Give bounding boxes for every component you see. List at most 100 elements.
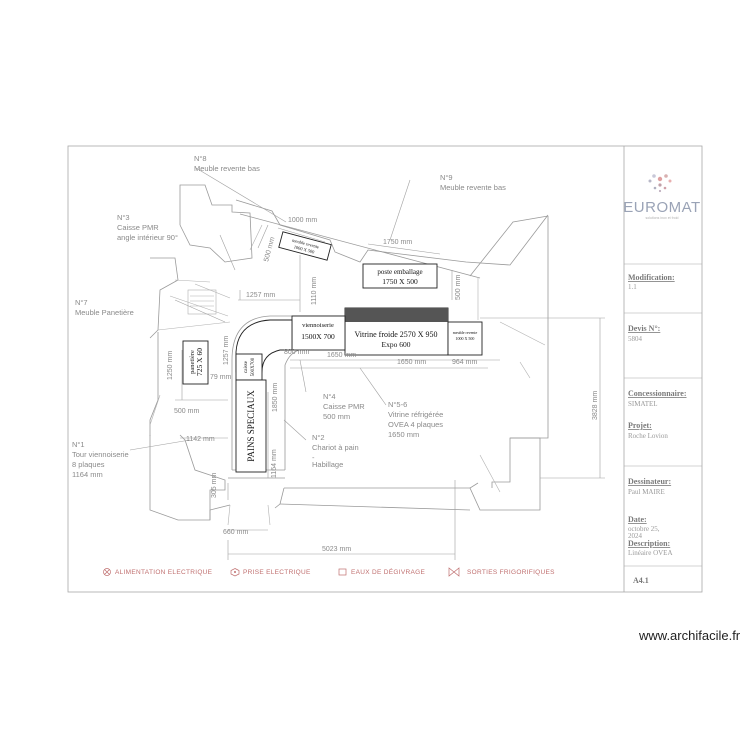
caisse-small: caisse 500X700 — [235, 353, 263, 381]
dim-1250: 1250 mm — [167, 351, 174, 380]
poste-label-1: poste emballage — [377, 268, 422, 276]
end-label-2: 1000 X 500 — [456, 336, 475, 341]
dim-1650a: 1650 mm — [327, 352, 356, 359]
pains-label: PAINS SPECIAUX — [246, 390, 256, 462]
legend-item-1: ALIMENTATION ELECTRIQUE — [115, 569, 213, 576]
date-value-2: 2024 — [628, 532, 643, 540]
dim-500c: 500 mm — [174, 408, 199, 415]
modification-label: Modification: — [628, 273, 675, 282]
legend-sorties-icon — [448, 567, 460, 577]
dim-500a: 500 mm — [263, 236, 276, 262]
dim-1257a: 1257 mm — [246, 292, 275, 299]
dim-964: 964 mm — [452, 359, 477, 366]
dim-500b: 500 mm — [455, 275, 462, 300]
meuble-revente-small: meuble revente 1000 X 500 — [278, 231, 332, 261]
caisse-small-label-2: 500X700 — [251, 357, 256, 376]
devis-label: Devis N°: — [628, 324, 660, 333]
n8-title: N°8 — [194, 154, 207, 163]
dessinateur-value: Paul MAIRE — [628, 488, 665, 496]
panetiere: panetière 725 X 60 — [182, 340, 209, 385]
dim-5023: 5023 mm — [322, 546, 351, 553]
dim-3828: 3828 mm — [592, 391, 599, 420]
dim-1000: 1000 mm — [288, 217, 317, 224]
n4-title: N°4 — [323, 392, 336, 401]
brand-sub: solutions inox et froid — [646, 216, 679, 220]
panetiere-label-1: panetière — [189, 350, 196, 374]
legend-item-2: PRISE ELECTRIQUE — [243, 569, 311, 576]
devis-value: 5804 — [628, 335, 643, 343]
date-label: Date: — [628, 515, 647, 524]
projet-value: Roche Lovion — [628, 432, 668, 440]
title-block: EUROMAT solutions inox et froid Modifica… — [623, 174, 702, 585]
description-value: Linéaire OVEA — [628, 549, 673, 557]
meuble-small-label-1: meuble revente — [292, 238, 320, 250]
legend-prise-icon — [230, 568, 240, 577]
end-meuble: meuble revente 1000 X 500 — [447, 321, 483, 356]
dimension-texts: 1000 mm 500 mm 1750 mm 500 mm 1110 mm 12… — [167, 217, 599, 553]
n1-desc1: Tour viennoiserie — [72, 450, 129, 459]
meuble-small-label-2: 1000 X 500 — [293, 244, 316, 255]
n9-desc: Meuble revente bas — [440, 183, 506, 192]
n2-title: N°2 — [312, 433, 325, 442]
dim-1650b: 1650 mm — [397, 359, 426, 366]
sheet-frame — [67, 145, 703, 593]
viennoiserie-label-2: 1500X 700 — [301, 332, 335, 341]
n1-desc2: 8 plaques — [72, 460, 105, 469]
vitrine-froide: Vitrine froide 2570 X 950 Expo 600 — [344, 307, 449, 356]
concessionnaire-value: SIMATEL — [628, 400, 658, 408]
concessionnaire-label: Concessionnaire: — [628, 389, 687, 398]
n9-title: N°9 — [440, 173, 453, 182]
n3-desc1: Caisse PMR — [117, 223, 159, 232]
modification-value: 1.1 — [628, 283, 637, 291]
pains-speciaux: PAINS SPECIAUX — [235, 379, 267, 473]
dim-1850: 1850 mm — [272, 383, 279, 412]
vitrine-label-2: Expo 600 — [382, 340, 411, 349]
dim-305: 305 mm — [211, 473, 218, 498]
dim-800: 800 mm — [284, 349, 309, 356]
n2-desc2: - — [312, 453, 315, 462]
panetiere-label-2: 725 X 60 — [195, 348, 204, 376]
poste-label-2: 1750 X 500 — [382, 277, 418, 286]
dimension-lines — [129, 167, 605, 560]
n56-desc1: Vitrine réfrigérée — [388, 410, 443, 419]
date-value-1: octobre 25, — [628, 525, 660, 533]
sheet-number: A4.1 — [633, 576, 649, 585]
vitrine-label-1: Vitrine froide 2570 X 950 — [354, 330, 437, 339]
dim-1110: 1110 mm — [311, 277, 318, 305]
legend-alimentation-icon — [103, 568, 111, 576]
n2-desc1: Chariot à pain — [312, 443, 359, 452]
dim-1750: 1750 mm — [383, 239, 412, 246]
n2-desc3: Habillage — [312, 460, 343, 469]
end-label-1: meuble revente — [453, 330, 478, 335]
n3-title: N°3 — [117, 213, 130, 222]
projet-label: Projet: — [628, 421, 652, 430]
viennoiserie-unit: viennoiserie 1500X 700 — [291, 315, 346, 351]
n1-title: N°1 — [72, 440, 85, 449]
euromat-logo-icon — [648, 174, 672, 193]
n7-title: N°7 — [75, 298, 88, 307]
room-walls — [149, 184, 549, 526]
watermark: www.archifacile.fr — [639, 628, 741, 643]
description-label: Description: — [628, 539, 670, 548]
n56-desc2: OVEA 4 plaques — [388, 420, 443, 429]
legend-item-4: SORTIES FRIGORIFIQUES — [467, 569, 555, 576]
dim-1142: 1142 mm — [186, 436, 215, 443]
n4-desc2: 500 mm — [323, 412, 350, 421]
dim-79: 79 mm — [210, 374, 232, 381]
dim-1257b: 1257 mm — [223, 336, 230, 365]
viennoiserie-label-1: viennoiserie — [302, 322, 334, 329]
n56-title: N°5-6 — [388, 400, 407, 409]
n1-desc3: 1164 mm — [72, 470, 103, 479]
poste-emballage: poste emballage 1750 X 500 — [362, 263, 438, 289]
n3-desc2: angle intérieur 90° — [117, 233, 178, 242]
legend: ALIMENTATION ELECTRIQUE PRISE ELECTRIQUE… — [103, 567, 555, 577]
n8-desc: Meuble revente bas — [194, 164, 260, 173]
brand-name: EUROMAT — [623, 199, 700, 216]
n56-desc3: 1650 mm — [388, 430, 419, 439]
legend-eaux-icon — [338, 568, 347, 576]
dim-1164: 1164 mm — [271, 449, 278, 478]
annotations: N°8 Meuble revente bas N°9 Meuble revent… — [72, 154, 506, 479]
caisse-small-label-1: caisse — [244, 360, 249, 373]
n7-desc: Meuble Panetière — [75, 308, 134, 317]
